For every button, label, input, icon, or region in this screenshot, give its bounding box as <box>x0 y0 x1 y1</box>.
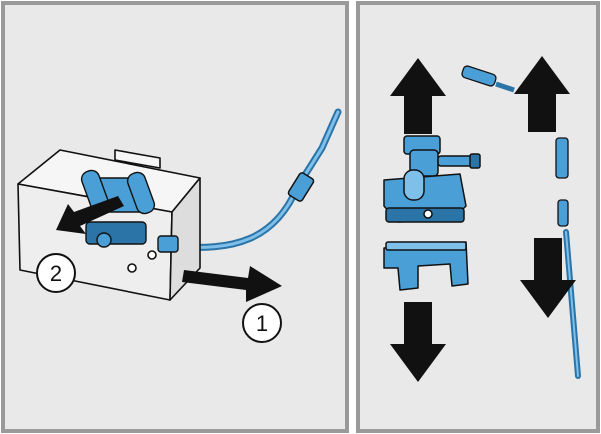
left-panel: 2 1 <box>1 1 349 433</box>
valve-base-hole <box>423 209 433 219</box>
arrow-down-icon-2 <box>520 238 576 318</box>
hose-clamp <box>287 172 315 202</box>
housing-side-wall <box>169 177 201 301</box>
tube-connector-lower <box>557 199 569 227</box>
connector-stub <box>157 235 179 253</box>
arrow-right-icon <box>182 266 282 302</box>
tube-top-segment <box>495 81 515 93</box>
valve-side-tip <box>469 153 481 169</box>
arrow-up-icon <box>390 58 446 134</box>
valve-cylinder <box>403 169 425 201</box>
valve-part <box>383 135 481 223</box>
tube-pieces <box>461 65 581 379</box>
tube-connector-mid <box>555 137 569 179</box>
bracket-part <box>383 241 469 291</box>
housing-screw-hole-2 <box>147 250 157 260</box>
right-panel <box>356 1 600 433</box>
valve-side-pipe <box>437 155 473 167</box>
step-2-number: 2 <box>50 261 62 286</box>
valve-cylinder-right <box>126 171 156 215</box>
step-2-circle <box>36 253 76 293</box>
valve-base-inner <box>85 221 147 245</box>
tube-long-highlight <box>565 231 579 377</box>
arrow-step-1 <box>182 266 282 302</box>
step-1-callout: 1 <box>242 303 282 343</box>
bracket-body <box>383 241 469 291</box>
arrow-down-icon <box>390 302 446 382</box>
arrow-step-2 <box>56 196 124 234</box>
arrow-down-left-icon <box>56 196 124 234</box>
arrow-up-icon-2 <box>514 56 570 132</box>
housing-tab <box>114 149 161 169</box>
tube-connector-top <box>461 65 497 87</box>
step-2-callout: 2 <box>36 253 76 293</box>
valve-knob <box>96 232 112 248</box>
step-1-number: 1 <box>256 311 268 336</box>
step-1-circle <box>242 303 282 343</box>
housing-screw-hole <box>127 263 137 273</box>
inner-parts <box>80 169 179 253</box>
bracket-top-edge <box>385 241 467 251</box>
